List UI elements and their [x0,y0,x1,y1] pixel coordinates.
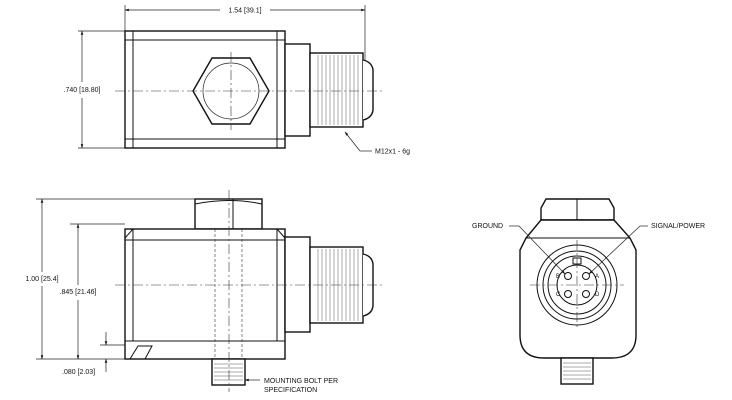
top-width-dimension: 1.54 [39.1] [124,8,366,15]
connector-pins: A B C D [556,272,600,298]
pin-label-a: A [595,274,599,280]
base-thickness-label: .080 [2.03] [62,369,95,376]
pin-label-c: C [556,292,561,298]
front-overall-dimension: 1.00 [25.4] [25,198,59,360]
top-thread-lines [317,55,359,125]
top-width-label: 1.54 [39.1] [228,8,261,15]
pin-label-d: D [595,292,600,298]
top-height-dimension: .740 [18.80] [64,30,101,149]
front-body-dimension: .845 [21.46] [60,223,97,360]
top-view: 1.54 [39.1] .740 [18.80] [64,5,410,156]
bolt-note-line2: SPECIFICATION [264,387,317,394]
thread-callout: M12x1 - 6g [375,149,410,156]
pin-label-b: B [556,274,560,280]
front-body [124,228,286,360]
end-view: A B C D GROUND SIGNAL/POWER [472,198,705,385]
body-height-label: .845 [21.46] [60,289,97,296]
pin-a [582,272,590,280]
front-base-dimension: .080 [2.03] [62,332,108,376]
pin-c [564,290,572,298]
front-view: 1.00 [25.4] .845 [21.46] .080 [2.03] MOU… [25,190,382,394]
mounting-bolt-threads [214,363,243,381]
pin-d [582,290,590,298]
overall-height-label: 1.00 [25.4] [25,276,58,283]
bolt-note-line1: MOUNTING BOLT PER [264,378,338,385]
pin-b [564,272,572,280]
end-bolt-threads [563,362,591,380]
top-height-label: .740 [18.80] [64,87,101,94]
front-hex-nut [194,198,263,230]
ground-label: GROUND [472,223,503,230]
signal-power-label: SIGNAL/POWER [651,223,705,230]
end-body [519,219,637,359]
